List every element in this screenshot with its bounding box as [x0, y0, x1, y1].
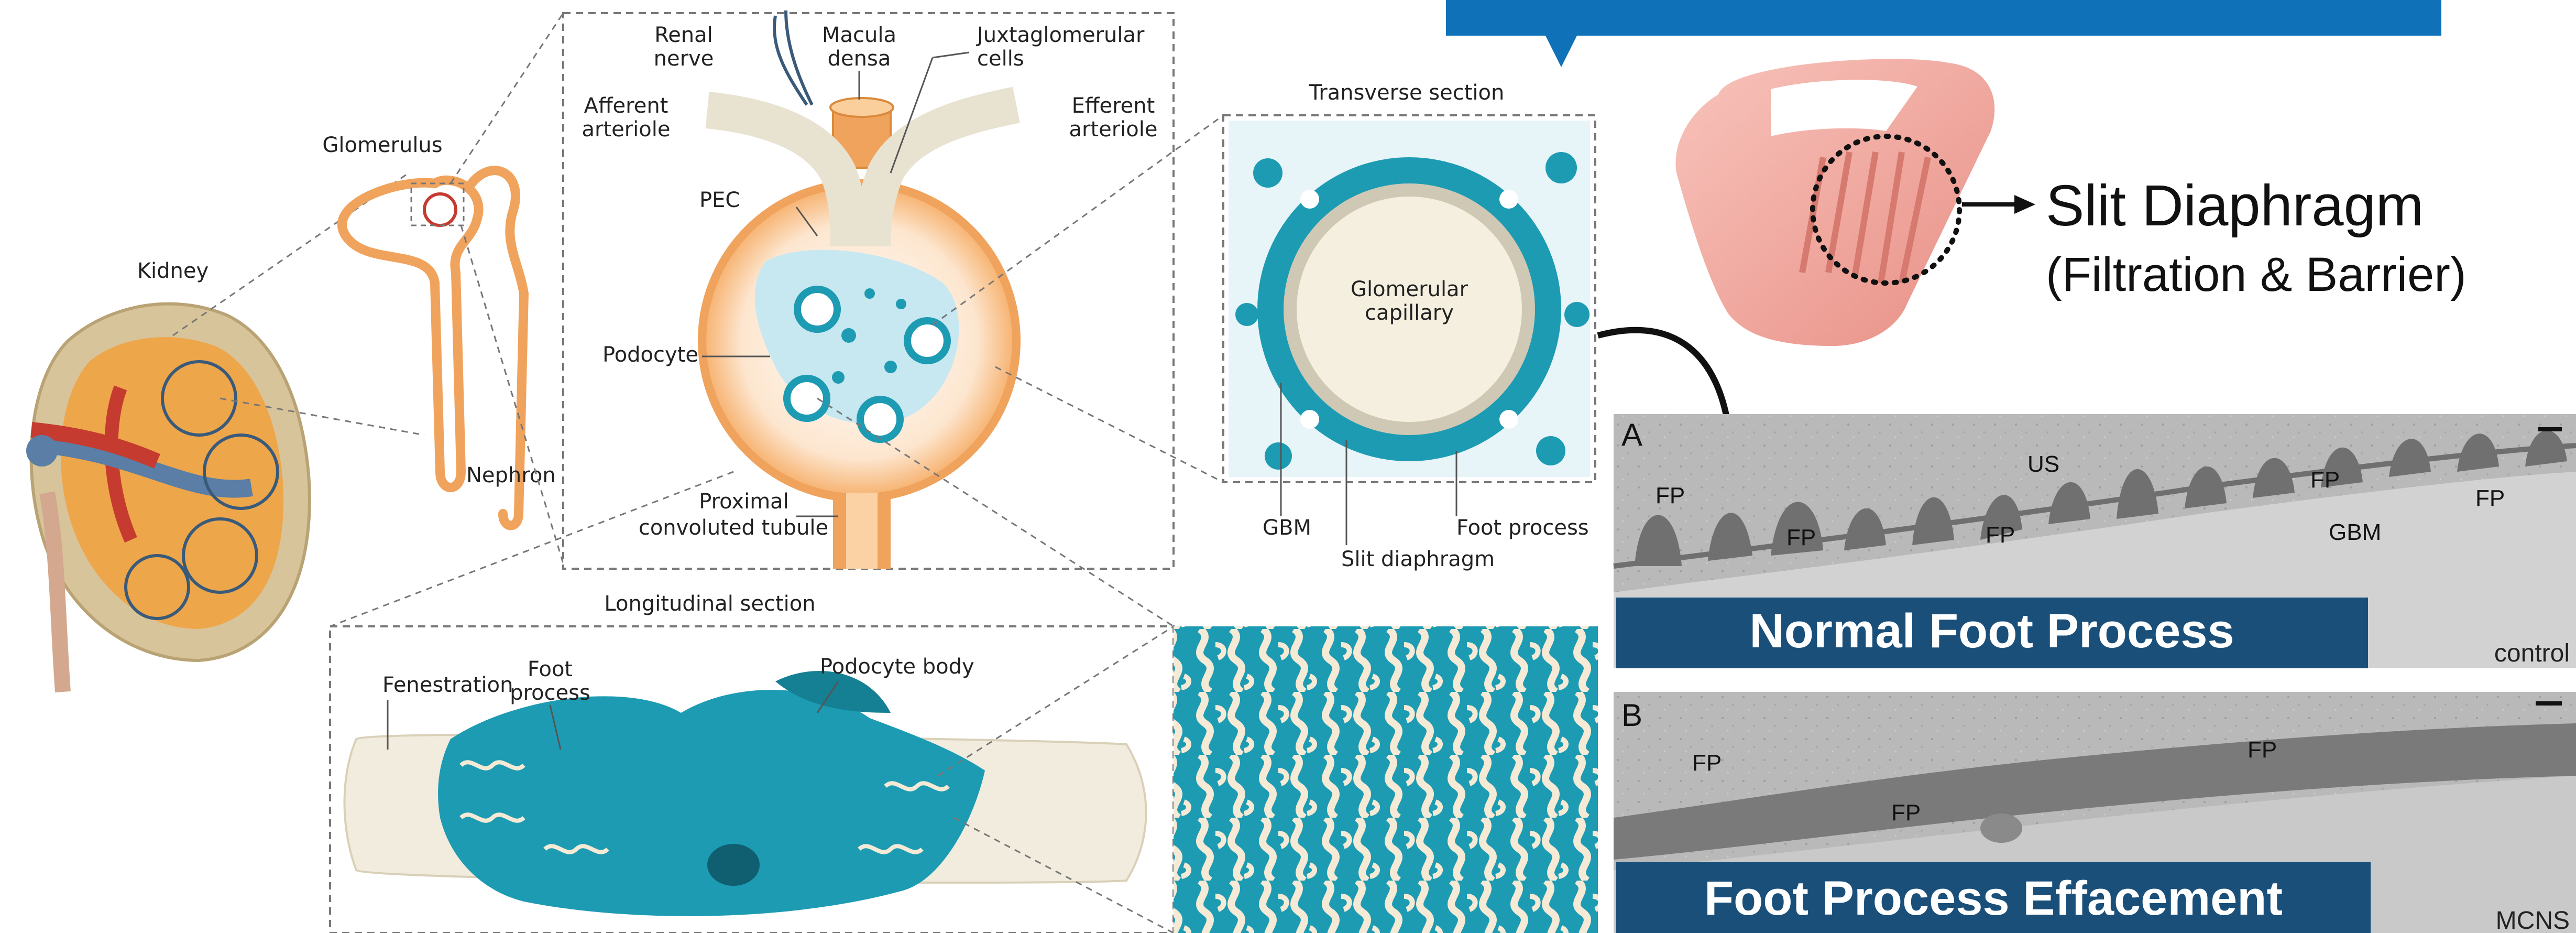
panel-a-gbm-label: GBM — [2329, 519, 2381, 545]
podocyte-body-label: Podocyte body — [820, 655, 974, 679]
proximal-label-2: convoluted tubule — [639, 516, 828, 540]
panel-a-us-label: US — [2027, 451, 2059, 477]
kidney-illustration — [26, 304, 310, 692]
capillary-label-1: Glomerular — [1351, 277, 1468, 301]
foot-process-label: Foot process — [1456, 516, 1589, 540]
panel-a-letter: A — [1621, 417, 1642, 452]
afferent-label-2: arteriole — [582, 117, 670, 142]
capillary-label-2: capillary — [1365, 301, 1454, 325]
top-banner — [1446, 0, 2441, 36]
juxtaglomerular-label-2: cells — [977, 47, 1024, 71]
proximal-label-1: Proximal — [699, 490, 789, 514]
transverse-title: Transverse section — [1309, 81, 1505, 105]
gbm-label: GBM — [1263, 516, 1311, 540]
glomerulus-label: Glomerulus — [322, 133, 442, 157]
longitudinal-title: Longitudinal section — [604, 592, 815, 616]
juxtaglomerular-label-1: Juxtaglomerular — [975, 23, 1145, 47]
longitudinal-foot-label-2: process — [510, 681, 590, 705]
nephron-label: Nephron — [466, 463, 556, 487]
kidney-label: Kidney — [137, 259, 209, 283]
longitudinal-foot-label-1: Foot — [528, 657, 573, 681]
panel-a-fp-label-2: FP — [1786, 525, 1816, 550]
renal-nerve-label-2: nerve — [654, 47, 714, 71]
foot-process-zoom — [1174, 626, 1598, 933]
hair-clip-illustration — [1675, 59, 1994, 346]
panel-a-fp-label-5: FP — [2475, 485, 2505, 511]
mcns-tag: MCNS — [2496, 907, 2570, 933]
top-banner-pointer — [1545, 36, 1577, 67]
podocyte-label: Podocyte — [602, 343, 698, 367]
panel-a-fp-label-4: FP — [2310, 467, 2340, 493]
panel-b-fp-label-1: FP — [1692, 750, 1722, 776]
panel-b-fp-label-2: FP — [1891, 800, 1921, 826]
slit-diaphragm-title: Slit Diaphragm — [2046, 173, 2424, 238]
afferent-label-1: Afferent — [584, 94, 668, 118]
renal-nerve-label-1: Renal — [654, 23, 713, 47]
efferent-label-1: Efferent — [1072, 94, 1155, 118]
panel-a-fp-label-1: FP — [1656, 483, 1685, 508]
control-tag: control — [2494, 639, 2570, 667]
efferent-label-2: arteriole — [1069, 117, 1157, 142]
pec-label: PEC — [699, 188, 740, 212]
panel-b-fp-label-3: FP — [2248, 737, 2277, 763]
macula-densa-label-1: Macula — [822, 23, 896, 47]
filtration-barrier-subtitle: (Filtration & Barrier) — [2046, 248, 2467, 301]
fenestration-label: Fenestration — [382, 673, 513, 697]
panel-b-letter: B — [1621, 698, 1642, 733]
macula-densa-label-2: densa — [828, 47, 891, 71]
panel-a-fp-label-3: FP — [1986, 522, 2015, 548]
clip-arrow-head — [2014, 195, 2035, 214]
effacement-text: Foot Process Effacement — [1704, 872, 2283, 925]
normal-foot-process-text: Normal Foot Process — [1749, 604, 2234, 658]
slit-diaphragm-label: Slit diaphragm — [1341, 547, 1495, 571]
